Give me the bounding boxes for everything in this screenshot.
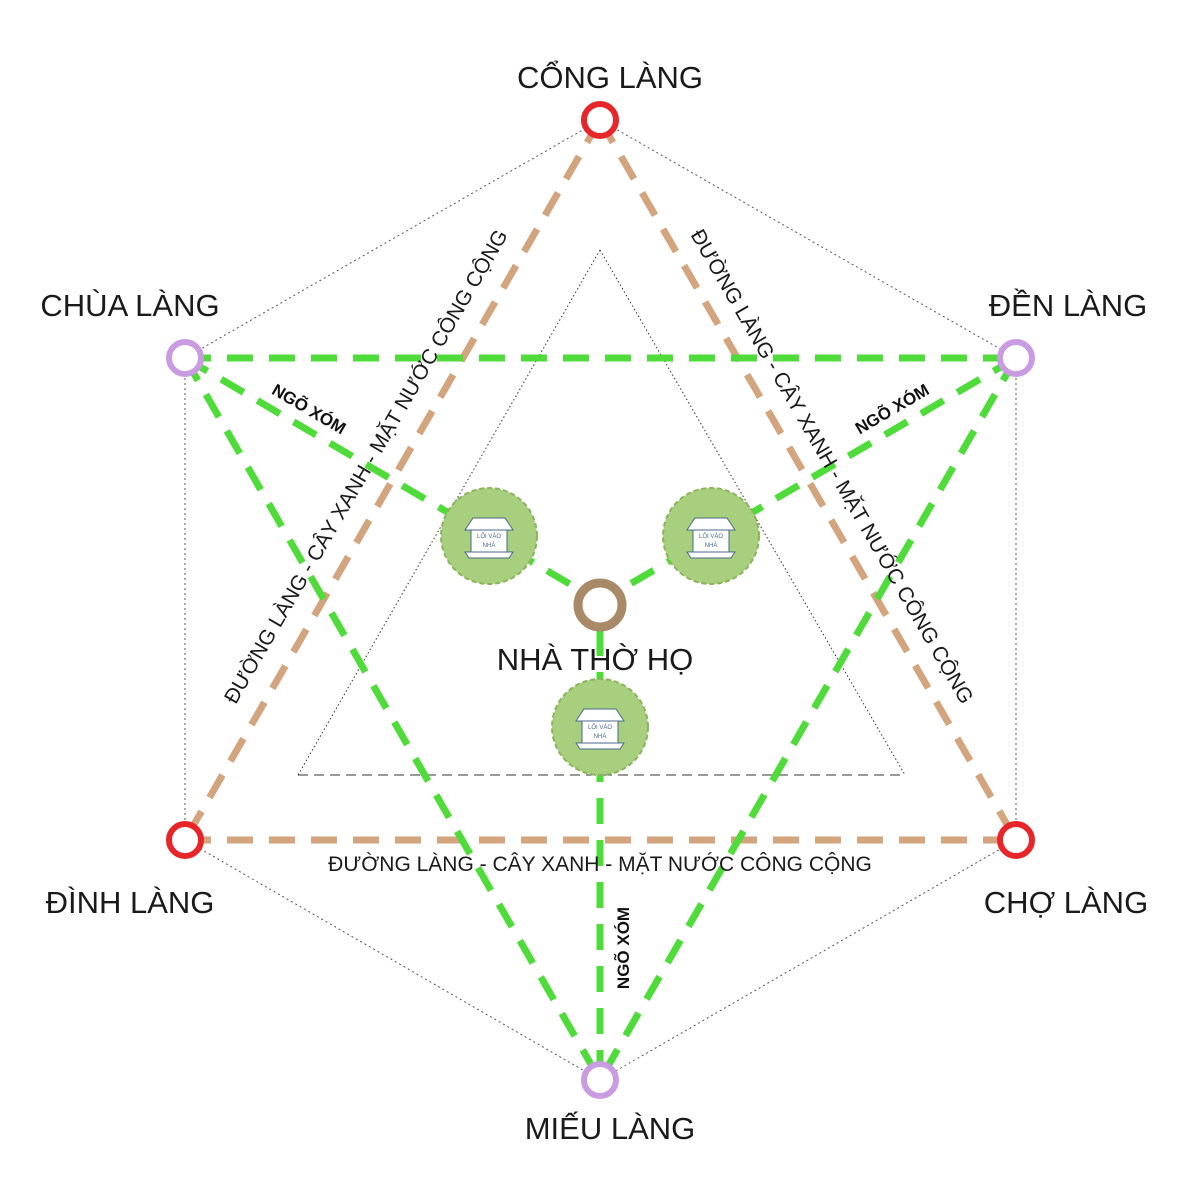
house-icon: LỐI VÀO NHÀ bbox=[464, 517, 514, 559]
node-cho-lang bbox=[997, 821, 1035, 859]
house-label-line1: LỐI VÀO bbox=[477, 533, 501, 540]
node-mieu-lang bbox=[581, 1061, 619, 1099]
road-label-bottom: ĐƯỜNG LÀNG - CÂY XANH - MẶT NƯỚC CÔNG CỘ… bbox=[328, 853, 872, 876]
house-cluster-right: LỐI VÀO NHÀ bbox=[662, 487, 760, 585]
node-den-lang bbox=[997, 339, 1035, 377]
lane-right-edge bbox=[596, 356, 1020, 1082]
house-icon: LỐI VÀO NHÀ bbox=[686, 517, 736, 559]
house-icon: LỐI VÀO NHÀ bbox=[575, 708, 625, 750]
node-chua-lang bbox=[166, 339, 204, 377]
center-node-nha-tho-ho bbox=[573, 578, 627, 632]
node-cong-lang bbox=[581, 101, 619, 139]
house-cluster-bottom: LỐI VÀO NHÀ bbox=[551, 678, 649, 776]
label-dinh-lang: ĐÌNH LÀNG bbox=[46, 885, 215, 920]
house-label-line2: NHÀ bbox=[483, 542, 496, 549]
label-mieu-lang: MIẾU LÀNG bbox=[525, 1111, 696, 1146]
node-dinh-lang bbox=[166, 821, 204, 859]
road-triangle bbox=[181, 118, 1020, 844]
label-chua-lang: CHÙA LÀNG bbox=[40, 288, 219, 323]
label-cho-lang: CHỢ LÀNG bbox=[984, 885, 1148, 920]
road-right-edge bbox=[596, 118, 1020, 842]
road-label-left: ĐƯỜNG LÀNG - CÂY XANH - MẶT NƯỚC CÔNG CỘ… bbox=[220, 226, 513, 708]
lane-label-bottom: NGÕ XÓM bbox=[613, 907, 633, 989]
house-label-line1: LỐI VÀO bbox=[699, 533, 723, 540]
lane-left-edge bbox=[181, 356, 604, 1082]
house-label-line1: LỐI VÀO bbox=[588, 724, 612, 731]
label-nha-tho-ho: NHÀ THỜ HỌ bbox=[497, 642, 694, 677]
outer-hexagon-outline bbox=[184, 119, 1017, 1081]
house-cluster-left: LỐI VÀO NHÀ bbox=[440, 487, 538, 585]
inner-triangle-outline bbox=[297, 249, 906, 776]
road-label-right: ĐƯỜNG LÀNG - CÂY XANH - MẶT NƯỚC CÔNG CỘ… bbox=[686, 226, 978, 708]
road-left-edge bbox=[181, 118, 604, 842]
lane-triangle bbox=[181, 354, 1020, 1082]
house-label-line2: NHÀ bbox=[594, 733, 607, 740]
house-label-line2: NHÀ bbox=[705, 542, 718, 549]
label-cong-lang: CỔNG LÀNG bbox=[517, 59, 703, 95]
label-den-lang: ĐỀN LÀNG bbox=[989, 288, 1147, 323]
